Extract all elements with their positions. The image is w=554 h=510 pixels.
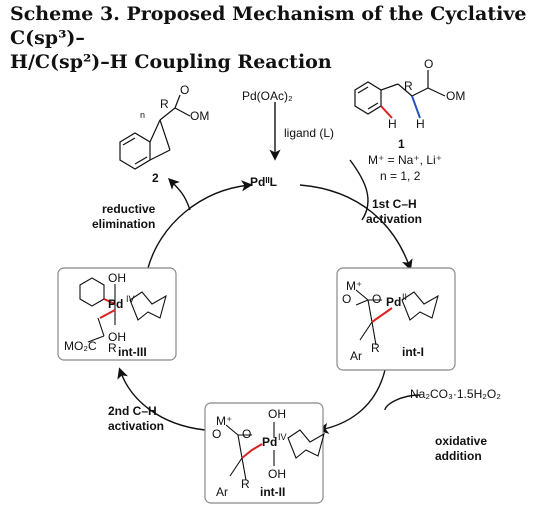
int2-box: [204, 402, 324, 504]
product-carbonyl-o: O: [180, 83, 189, 97]
int2-ar: Ar: [216, 485, 228, 499]
int1-pd-ox: II: [402, 292, 407, 302]
reductive-label-1: reductive: [102, 202, 156, 216]
int1-box: [336, 267, 456, 371]
step2-label-1: 2nd C–H: [108, 404, 157, 418]
product-structure: [119, 94, 191, 170]
int2-structure: [225, 422, 325, 481]
int3-box: [57, 267, 177, 361]
int1-m-plus: M⁺: [346, 279, 362, 293]
substrate-ch-bond: [411, 95, 421, 119]
product-n: n: [140, 110, 145, 120]
int1-pd-c-bond: [371, 307, 393, 323]
substrate-h2: H: [416, 117, 425, 131]
product-r: R: [160, 97, 169, 111]
substrate-n-values: n = 1, 2: [380, 169, 421, 183]
substrate-structure: [354, 70, 446, 115]
int2-o2: O: [242, 427, 251, 441]
oxidative-label-1: oxidative: [435, 434, 487, 448]
int2-pd-ox: IV: [278, 432, 287, 442]
int2-o1: O: [212, 427, 221, 441]
int1-label: int-I: [402, 345, 424, 359]
int2-m-plus: M⁺: [216, 414, 232, 428]
product-om: OM: [190, 109, 209, 123]
int2-oh-bottom: OH: [268, 467, 286, 481]
int1-pd: Pd: [386, 295, 401, 309]
step2-label-2: activation: [108, 419, 164, 433]
catalytic-cycle-arrows: [117, 102, 421, 434]
int1-o1: O: [342, 292, 351, 306]
pd-ligand-complex: PdᴵᴵL: [250, 175, 277, 189]
int3-ester: MO₂C: [64, 339, 97, 353]
substrate-r: R: [404, 79, 413, 93]
product-number: 2: [152, 171, 159, 185]
int2-label: int-II: [260, 485, 285, 499]
int2-pd: Pd: [262, 435, 277, 449]
oxidative-label-2: addition: [435, 449, 482, 463]
int1-o2: O: [372, 292, 381, 306]
int3-pd: Pd: [108, 297, 123, 311]
oxidant-label: Na₂CO₃·1.5H₂O₂: [410, 387, 501, 401]
int3-oh-bottom: OH: [108, 330, 126, 344]
step1-label-1: 1st C–H: [372, 197, 417, 211]
int1-ar: Ar: [350, 349, 362, 363]
int2-pd-c-bond: [241, 443, 263, 459]
reductive-label-2: elimination: [92, 217, 155, 231]
title-line-1: Scheme 3. Proposed Mechanism of the Cycl…: [10, 3, 527, 49]
title-line-2: H/C(sp²)–H Coupling Reaction: [10, 51, 332, 73]
substrate-cation: M⁺ = Na⁺, Li⁺: [368, 153, 442, 167]
int3-oh-top: OH: [108, 271, 126, 285]
int1-structure: [355, 289, 439, 346]
int3-pd-ox: IV: [126, 294, 135, 304]
int3-r: R: [108, 341, 117, 355]
scheme-title: Scheme 3. Proposed Mechanism of the Cycl…: [10, 2, 550, 74]
step1-label-2: activation: [366, 212, 422, 226]
int2-r: R: [241, 477, 250, 491]
int2-oh-top: OH: [268, 407, 286, 421]
substrate-aryl-ch-bond: [380, 105, 393, 119]
substrate-number: 1: [398, 137, 405, 151]
int3-alkyl-pd-bond: [99, 309, 116, 319]
ligand-label: ligand (L): [284, 126, 334, 140]
catalyst-label: Pd(OAc)₂: [242, 89, 293, 103]
int3-label: int-III: [118, 345, 147, 359]
substrate-h1: H: [388, 117, 397, 131]
int1-r: R: [371, 341, 380, 355]
int3-aryl-pd-bond: [103, 298, 116, 305]
substrate-om: OM: [446, 89, 465, 103]
substrate-carbonyl-o: O: [424, 57, 433, 71]
